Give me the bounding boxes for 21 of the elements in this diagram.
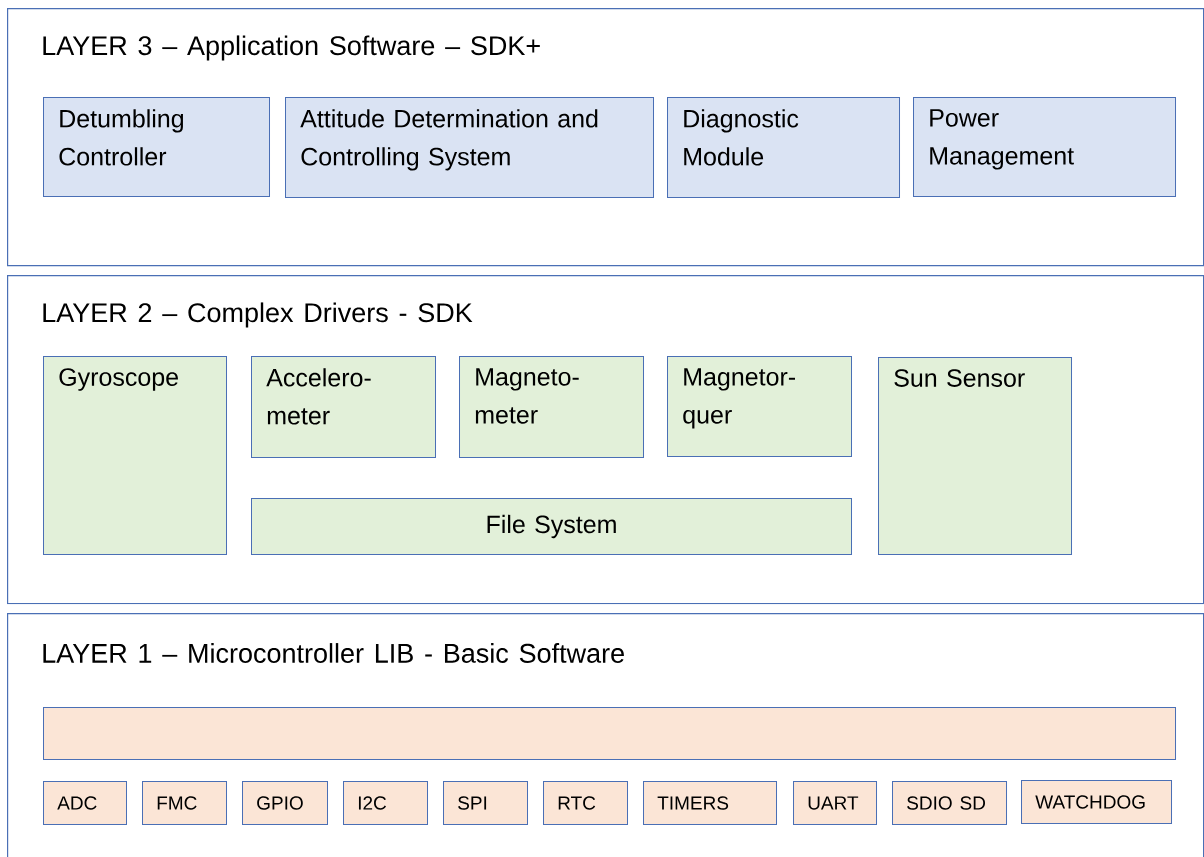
module-box: Detumbling Controller <box>43 97 270 197</box>
module-bar: File System <box>251 498 852 555</box>
peripheral-box: TIMERS <box>643 781 777 825</box>
peripheral-box: GPIO <box>242 781 328 825</box>
module-box: Diagnostic Module <box>667 97 900 198</box>
peripheral-box: SDIO SD <box>892 781 1007 825</box>
peripheral-box: ADC <box>43 781 127 825</box>
module-bar <box>43 707 1176 760</box>
module-box: Accelero- meter <box>251 356 436 458</box>
module-box: Magnetor- quer <box>667 356 852 457</box>
peripheral-box: WATCHDOG <box>1021 780 1172 824</box>
peripheral-box: UART <box>793 781 877 825</box>
peripheral-box: FMC <box>142 781 227 825</box>
module-box: Attitude Determination and Controlling System <box>285 97 654 198</box>
module-box: Power Management <box>913 97 1176 197</box>
peripheral-box: RTC <box>543 781 628 825</box>
module-box: Gyroscope <box>43 356 227 555</box>
module-box: Magneto- meter <box>459 356 644 458</box>
peripheral-box: SPI <box>443 781 528 825</box>
module-box: Sun Sensor <box>878 357 1072 555</box>
peripheral-box: I2C <box>343 781 428 825</box>
